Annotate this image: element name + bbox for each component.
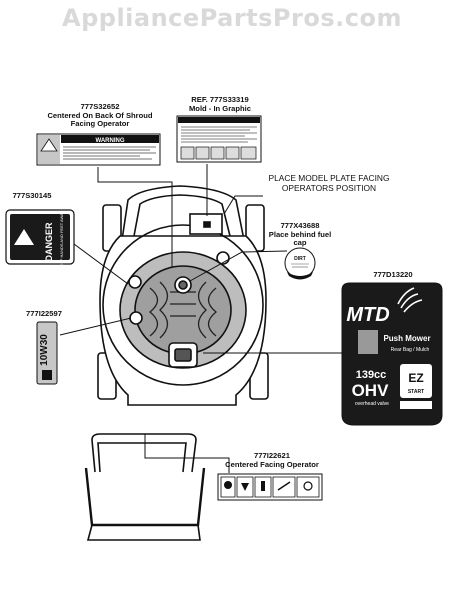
shroud-description-1: Centered On Back Of Shroud — [47, 110, 153, 120]
leader-handle — [144, 434, 230, 473]
decal-mold-in — [176, 115, 262, 163]
mtd-engine-sub: overhead valve — [355, 401, 389, 407]
mold-reference: REF. 777S33319 — [191, 95, 249, 104]
label-shroud: 777S32652 Centered On Back Of Shroud Fac… — [20, 102, 180, 129]
oil-part-number: 777I22597 — [26, 309, 62, 318]
oil-decal-text: 10W30 — [39, 334, 50, 366]
leader-fuel — [189, 250, 288, 282]
mtd-brand: MTD — [346, 304, 389, 326]
decal-mtd: MTD Push Mower Rear Bag / Mulch 139cc OH… — [341, 282, 443, 426]
decal-oil: 10W30 — [36, 321, 58, 385]
mtd-engine: OHV — [352, 381, 390, 400]
model-plate-line-2: OPERATORS POSITION — [281, 182, 377, 193]
model-plate-line-1: PLACE MODEL PLATE FACING — [268, 173, 390, 183]
leader-lines — [59, 164, 343, 473]
leader-oil — [59, 317, 132, 336]
mtd-cc: 139cc — [356, 369, 387, 381]
decal-handle — [217, 473, 323, 501]
fuel-decal-text: DIRT — [294, 256, 306, 262]
handle-description: Centered Facing Operator — [225, 459, 319, 469]
decal-fuel: DIRT — [284, 247, 316, 280]
decal-danger: DANGER KEEP HANDS AND FEET AWAY — [5, 209, 75, 269]
label-mtd: 777D13220 — [352, 270, 434, 280]
mtd-part-number: 777D13220 — [373, 270, 413, 279]
fuel-part-number: 777X43688 — [280, 221, 320, 230]
rear-handle-bracket — [121, 185, 245, 241]
leader-danger — [73, 243, 129, 285]
label-fuel: 777X43688 Place behind fuel cap — [252, 221, 348, 248]
fuel-description-2: cap — [293, 238, 307, 248]
watermark: AppliancePartsPros.com — [62, 4, 402, 32]
mtd-badge-sub: START — [408, 389, 424, 395]
label-danger: 777S30145 — [2, 191, 62, 201]
warning-header: WARNING — [96, 138, 125, 144]
leader-shroud — [97, 167, 173, 268]
handle-part-number: 777I22621 — [254, 451, 290, 460]
mold-description: Mold - In Graphic — [188, 103, 251, 113]
mtd-product: Push Mower — [383, 334, 430, 343]
label-handle: 777I22621 Centered Facing Operator — [212, 451, 332, 469]
decal-warning: WARNING — [36, 133, 161, 166]
danger-sub: KEEP HANDS AND FEET AWAY — [59, 210, 64, 269]
handle-assembly — [84, 433, 206, 541]
shroud-description-2: Facing Operator — [70, 119, 130, 129]
shroud-part-number: 777S32652 — [80, 102, 120, 111]
mower-illustration — [97, 185, 269, 406]
fuel-description-1: Place behind fuel — [268, 229, 332, 239]
label-model-plate: PLACE MODEL PLATE FACING OPERATORS POSIT… — [246, 173, 412, 193]
handle-bar — [84, 467, 206, 527]
mtd-sub: Rear Bag / Mulch — [391, 347, 430, 353]
label-oil: 777I22597 — [14, 309, 74, 319]
mtd-badge: EZ — [408, 371, 423, 385]
leader-model-plate — [223, 195, 263, 215]
danger-word: DANGER — [44, 222, 54, 262]
label-mold: REF. 777S33319 Mold - In Graphic — [168, 95, 272, 113]
danger-part-number: 777S30145 — [12, 191, 52, 200]
oil-fill — [129, 311, 143, 325]
